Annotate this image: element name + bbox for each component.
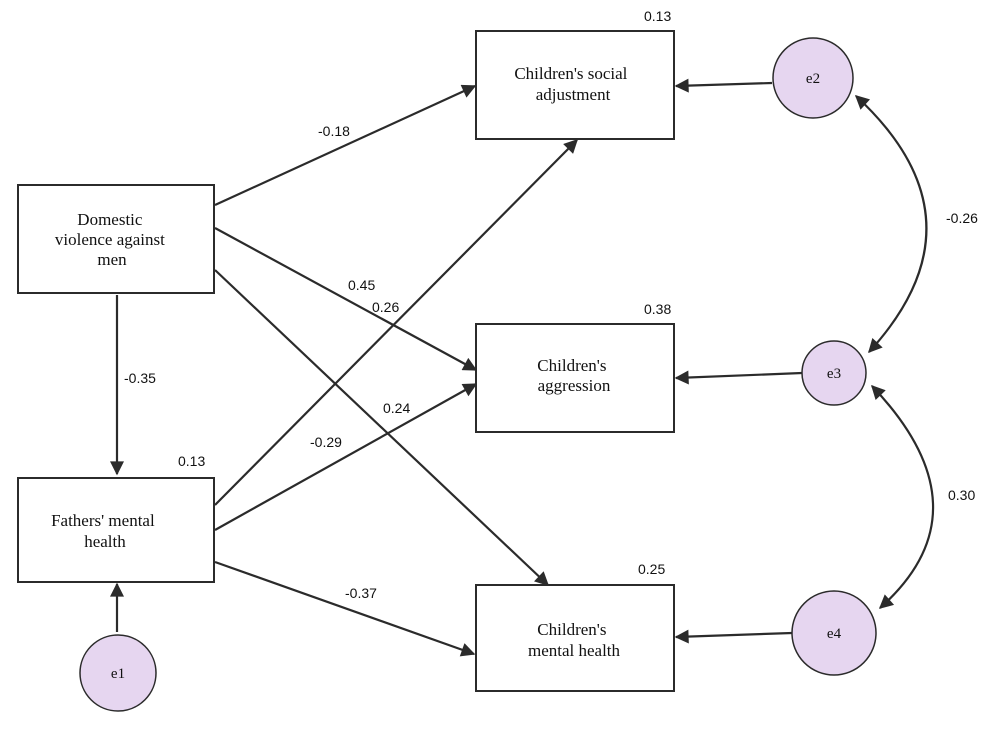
r2-aggression: 0.38 (644, 301, 671, 317)
arrow-e2-to-social (674, 78, 773, 93)
label-domestic-violence: Domestic violence against men (55, 210, 169, 269)
arrow-fathers-to-mental (214, 560, 476, 657)
coef-cov-e3-e4: 0.30 (948, 487, 975, 503)
coef-fathers-social: 0.26 (372, 299, 399, 315)
node-children-mental-health (475, 584, 675, 692)
r2-fathers: 0.13 (178, 453, 205, 469)
arrow-domestic-to-mental (214, 269, 550, 586)
label-children-aggression: Children's aggression (537, 356, 611, 395)
r2-mental: 0.25 (638, 561, 665, 577)
label-children-social-adjustment: Children's social adjustment (514, 64, 631, 104)
covariance-e3-e4 (871, 384, 935, 609)
label-e4: e4 (827, 626, 842, 642)
node-children-aggression (475, 323, 675, 433)
label-e2: e2 (806, 71, 820, 87)
coef-cov-e2-e3: -0.26 (946, 210, 978, 226)
coef-domestic-aggression: 0.45 (348, 277, 375, 293)
arrow-fathers-to-aggression (214, 383, 478, 531)
r2-social: 0.13 (644, 8, 671, 24)
coef-domestic-fathers: -0.35 (124, 370, 156, 386)
label-e1: e1 (111, 666, 125, 682)
label-e3: e3 (827, 366, 841, 382)
arrow-e4-to-mental (674, 629, 793, 644)
coef-domestic-mental: 0.24 (383, 400, 410, 416)
arrow-domestic-to-aggression (214, 227, 478, 371)
node-domestic-violence (17, 184, 215, 294)
arrow-domestic-to-social (214, 84, 477, 207)
arrow-e3-to-aggression (674, 370, 803, 385)
label-fathers-mental-health: Fathers' mental health (51, 511, 159, 551)
label-children-mental-health: Children's mental health (528, 620, 621, 660)
error-e4 (791, 590, 877, 676)
coef-fathers-mental: -0.37 (345, 585, 377, 601)
error-e1 (79, 634, 157, 712)
covariance-e2-e3 (854, 95, 928, 354)
node-fathers-mental-health (17, 477, 215, 583)
arrow-fathers-to-social (214, 139, 578, 506)
error-e3 (801, 340, 867, 406)
error-e2 (772, 37, 854, 119)
coef-fathers-aggression: -0.29 (310, 434, 342, 450)
node-children-social-adjustment (475, 30, 675, 140)
coef-domestic-social: -0.18 (318, 123, 350, 139)
